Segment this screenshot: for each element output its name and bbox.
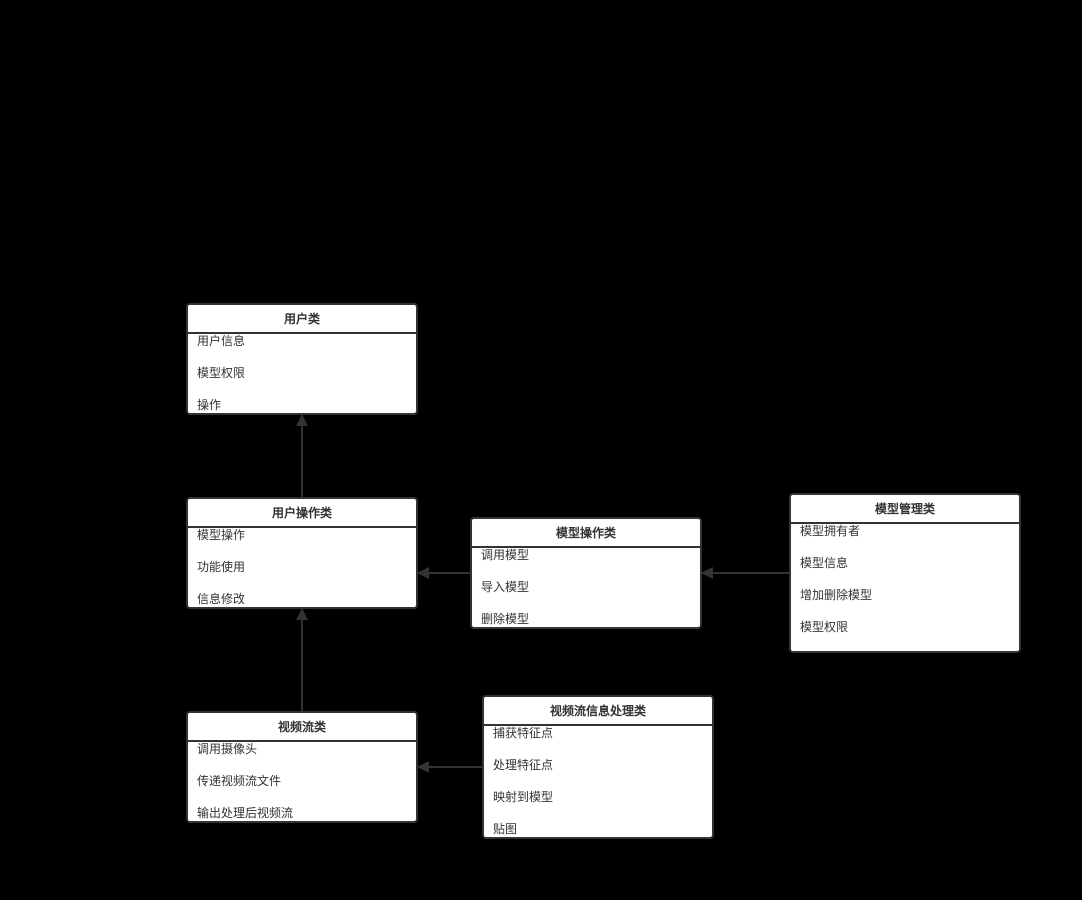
video-class-attr: 调用摄像头 xyxy=(197,742,258,756)
user-op-class-attr: 模型操作 xyxy=(197,528,246,542)
model-mgmt-class-attr: 模型信息 xyxy=(800,556,849,570)
user-op-class-attr: 功能使用 xyxy=(197,560,246,574)
model-mgmt-class-box[interactable]: 模型管理类 模型拥有者 模型信息 增加删除模型 模型权限 xyxy=(789,493,1021,653)
video-class-attr: 传递视频流文件 xyxy=(197,774,282,788)
model-op-class-attr: 删除模型 xyxy=(481,612,530,626)
video-proc-class-attr: 捕获特征点 xyxy=(493,726,554,740)
model-op-class-attr: 导入模型 xyxy=(481,580,530,594)
model-mgmt-class-attr: 模型权限 xyxy=(800,620,849,634)
video-proc-class-box[interactable]: 视频流信息处理类 捕获特征点 处理特征点 映射到模型 贴图 xyxy=(482,695,714,839)
model-mgmt-class-attr: 模型拥有者 xyxy=(800,524,861,538)
user-class-box[interactable]: 用户类 用户信息 模型权限 操作 xyxy=(186,303,418,415)
model-op-class-box[interactable]: 模型操作类 调用模型 导入模型 删除模型 xyxy=(470,517,702,629)
model-mgmt-class-title: 模型管理类 xyxy=(791,495,1019,524)
video-class-attr: 输出处理后视频流 xyxy=(197,806,294,820)
video-proc-class-attr: 处理特征点 xyxy=(493,758,554,772)
user-class-attr: 操作 xyxy=(197,398,222,412)
user-op-class-box[interactable]: 用户操作类 模型操作 功能使用 信息修改 xyxy=(186,497,418,609)
video-class-title: 视频流类 xyxy=(188,713,416,742)
user-class-attr: 用户信息 xyxy=(197,334,246,348)
video-class-box[interactable]: 视频流类 调用摄像头 传递视频流文件 输出处理后视频流 xyxy=(186,711,418,823)
video-proc-class-attr: 贴图 xyxy=(493,822,518,836)
user-op-class-attr: 信息修改 xyxy=(197,592,246,606)
video-proc-class-title: 视频流信息处理类 xyxy=(484,697,712,726)
user-class-title: 用户类 xyxy=(188,305,416,334)
model-mgmt-class-attr: 增加删除模型 xyxy=(800,588,873,602)
model-op-class-attr: 调用模型 xyxy=(481,548,530,562)
user-op-class-title: 用户操作类 xyxy=(188,499,416,528)
model-op-class-title: 模型操作类 xyxy=(472,519,700,548)
user-class-attr: 模型权限 xyxy=(197,366,246,380)
video-proc-class-attr: 映射到模型 xyxy=(493,790,554,804)
